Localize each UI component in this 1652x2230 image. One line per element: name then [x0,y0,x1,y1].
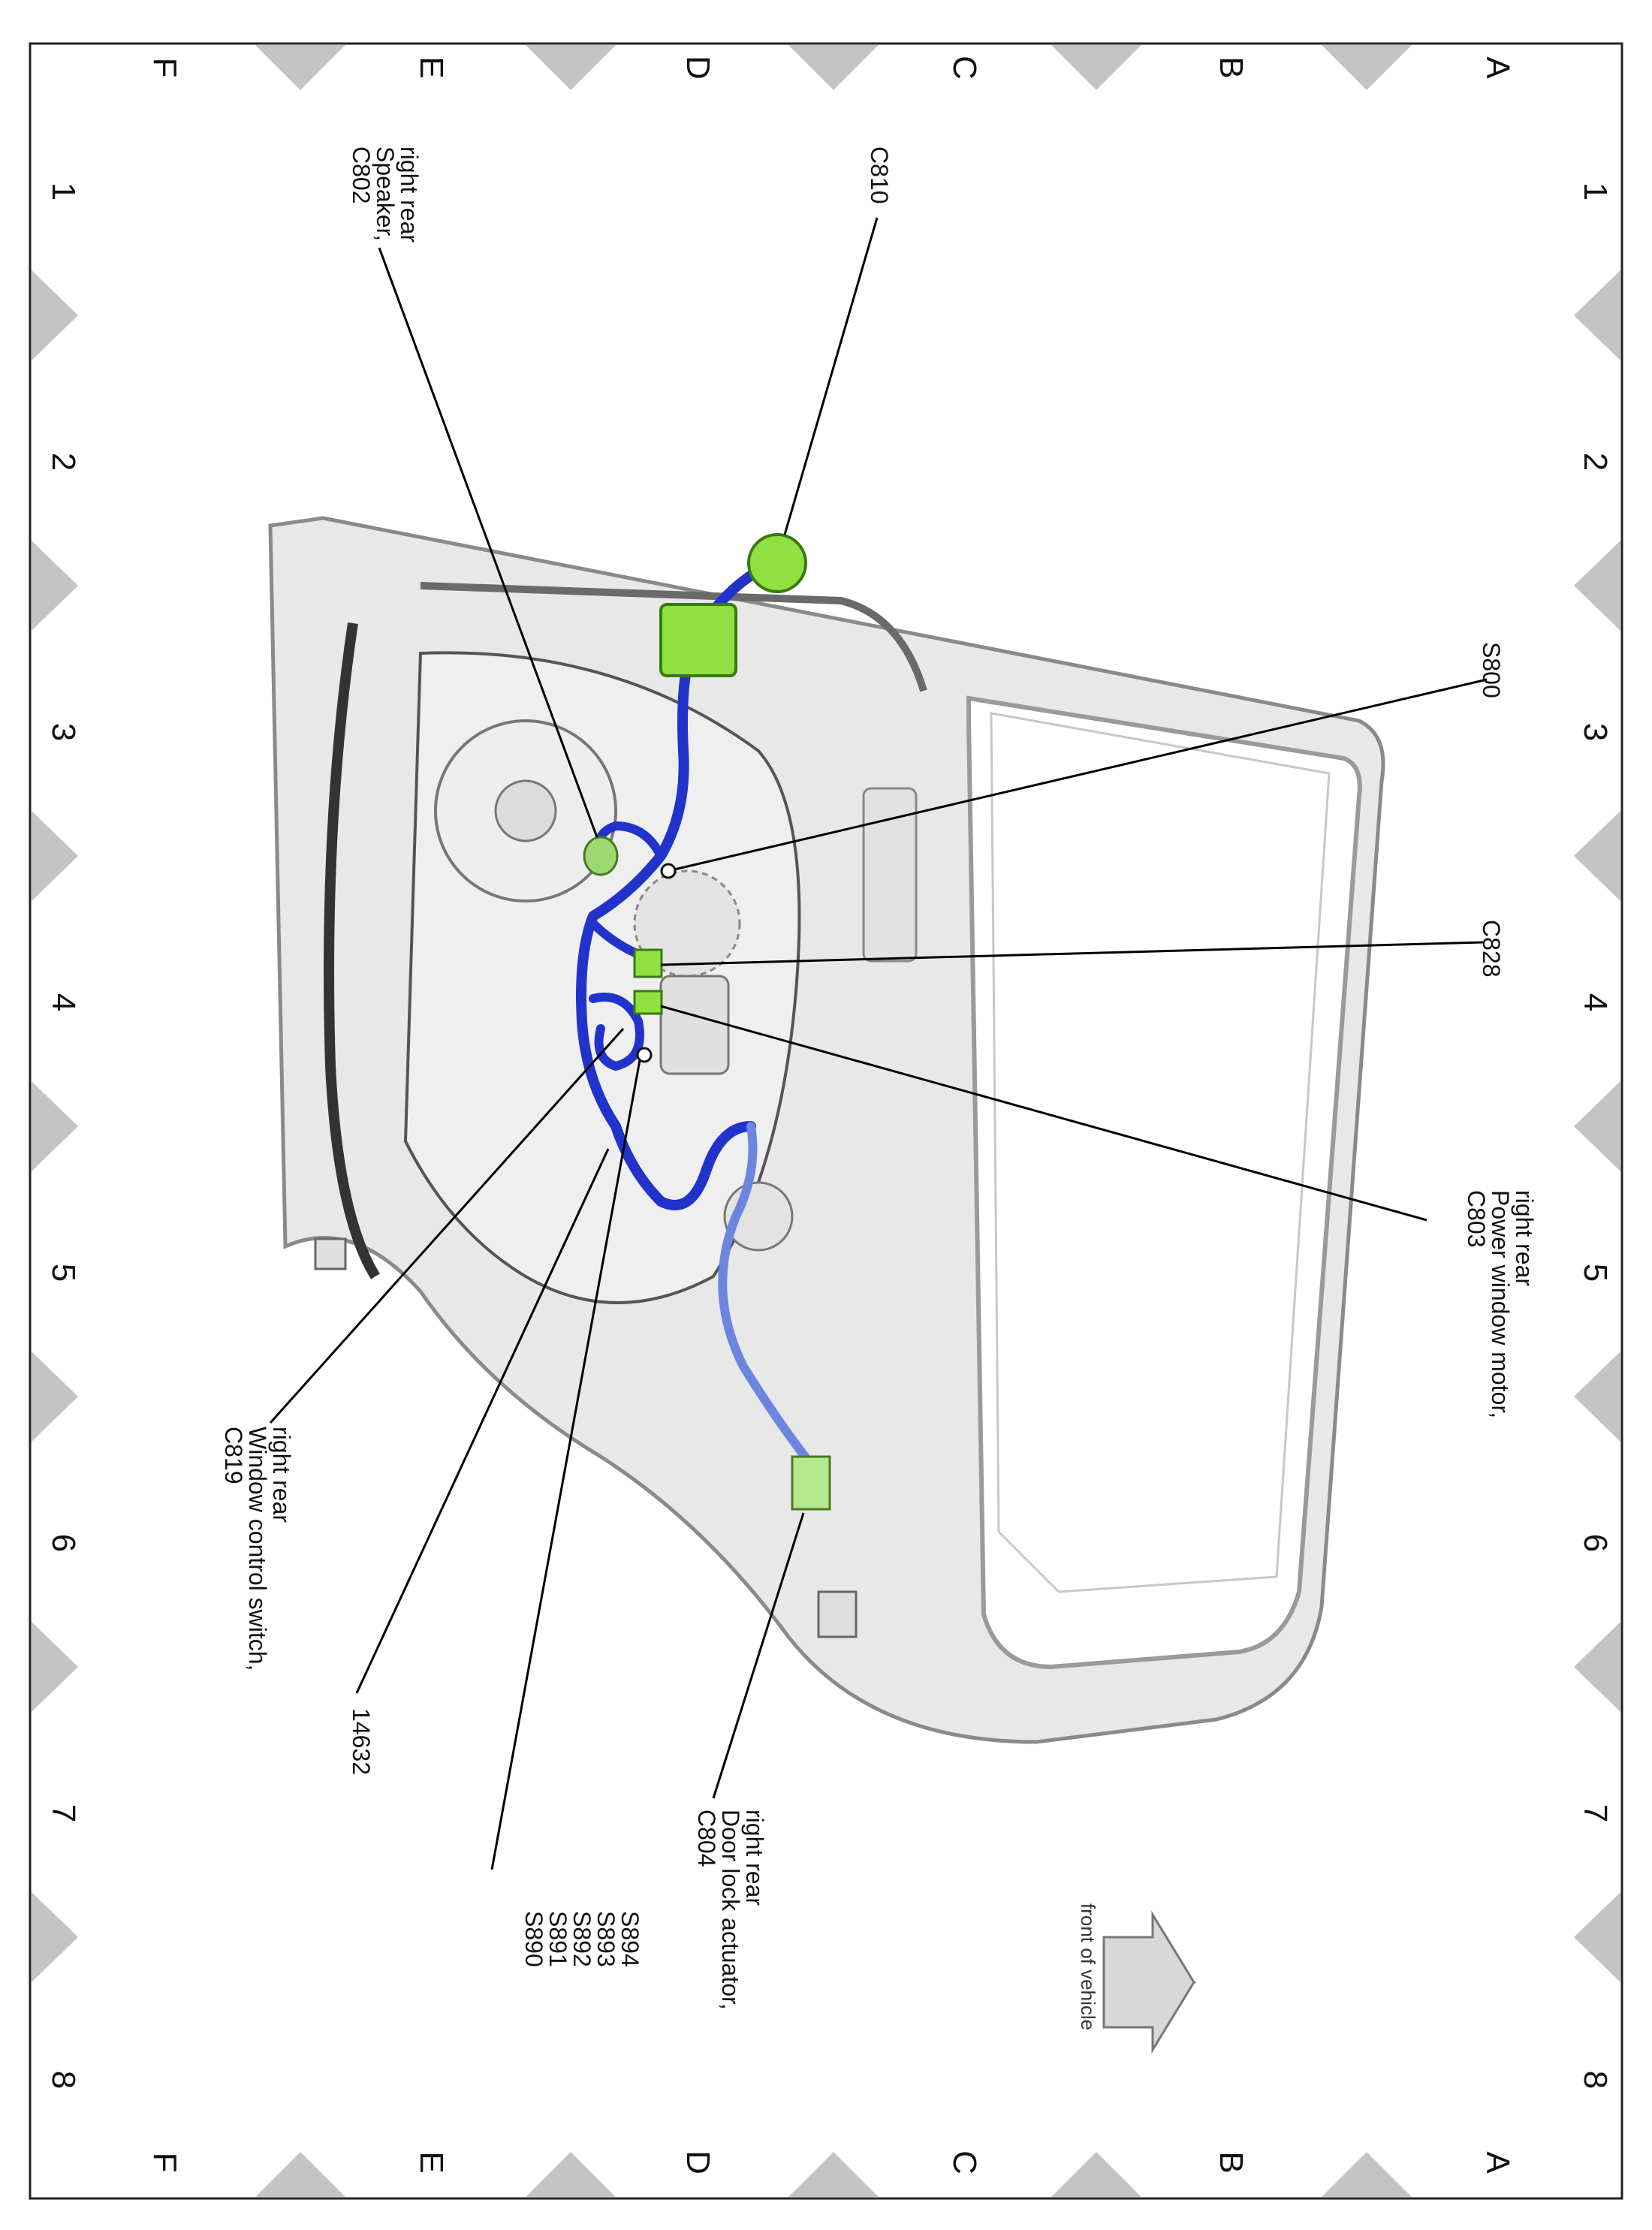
grid-labels: A B C D E F A B C D E F 1 2 3 4 5 6 7 8 … [45,56,1614,2174]
connector-c810 [747,533,807,593]
grid-row-label: C [946,56,983,80]
grid-column-label: 2 [45,453,82,471]
window-frame-inner [990,712,1331,1593]
callout-splice-line: S890 [520,1911,547,1967]
grid-row-label: F [146,58,183,78]
callout-c804-line: Door lock actuator, [717,1810,744,2010]
grid-row-label: B [1213,2151,1250,2173]
callout-c802-line: C802 [348,146,375,204]
harness-door-lock-branch [718,1122,815,1469]
callout-splices: S890 S891 S892 S893 S894 [520,1911,644,1974]
panel-lower-rib [324,622,380,1279]
grid-column-label: 7 [45,1804,82,1822]
grid-column-label: 8 [45,2071,82,2089]
grid-row-label: F [146,2153,183,2173]
leader-c810 [783,217,879,535]
harness-main-trunk [576,565,764,1210]
grid-row-label: E [413,2151,450,2173]
callout-c810-line: C810 [866,146,893,204]
grid-column-label: 5 [1577,1264,1614,1282]
grid-column-label: 1 [1577,182,1614,200]
window-motor-body [659,975,730,1075]
leader-14632 [355,1148,610,1694]
callout-c802-line: Speaker, [372,146,399,241]
grid-column-label: 2 [1577,453,1614,471]
callout-c804-line: right rear [741,1810,768,1906]
connector-c803 [633,990,663,1015]
connector-grommet [659,603,737,677]
callout-c804: C804 Door lock actuator, right rear [693,1810,768,2017]
leader-c804 [712,1512,805,1799]
callout-splice-line: S893 [592,1911,620,1967]
grid-column-label: 3 [45,723,82,741]
leader-s800 [674,678,1488,871]
grid-column-label: 7 [1577,1804,1614,1822]
grid-row-label: E [413,56,450,78]
callout-c828-line: C828 [1478,920,1505,978]
grid-column-label: 6 [45,1534,82,1552]
splice-s890-s894 [636,1047,653,1063]
panel-top-rib [420,582,927,692]
latch-mount [817,1590,858,1638]
callout-c819: C819 Window control switch, right rear [220,1427,295,1677]
callout-c810: C810 [866,146,893,204]
lower-clip-mount [314,1237,347,1270]
callout-14632-line: 14632 [348,1708,375,1775]
connectors [583,533,831,1511]
callout-c804-line: C804 [693,1810,720,1867]
grid-row-label: D [680,56,716,80]
front-of-vehicle-label: front of vehicle [1077,1903,1099,2030]
leader-c819 [269,1027,625,1424]
connector-c804 [791,1455,831,1511]
frame-triangle-markers [32,45,1620,2197]
callout-c802-line: right rear [396,146,423,243]
connector-c802 [583,836,619,876]
callout-c803: C803 Power window motor, right rear [1463,1190,1538,1425]
grid-row-label: B [1213,56,1250,78]
grid-column-label: 6 [1577,1534,1614,1552]
callout-c819-line: C819 [220,1427,247,1484]
grid-row-label: A [1479,56,1516,79]
grid-column-label: 1 [45,182,82,200]
callout-splice-line: S891 [544,1911,571,1967]
callout-c803-line: Power window motor, [1487,1190,1514,1418]
callout-splice-line: S894 [616,1911,644,1967]
callout-s800: S800 [1478,642,1505,698]
grid-row-label: A [1479,2151,1516,2174]
leader-c803 [660,1005,1427,1222]
leader-lines [269,217,1488,1870]
callout-c819-line: right rear [268,1427,295,1523]
callout-labels: C810 C802 Speaker, right rear S800 C828 … [220,146,1538,2017]
callout-c803-line: C803 [1463,1190,1490,1248]
grid-column-label: 4 [1577,993,1614,1011]
grid-column-label: 3 [1577,723,1614,741]
grid-row-label: D [680,2150,716,2174]
callout-c828: C828 [1478,920,1505,978]
speaker-center [494,779,557,842]
leader-splices [490,1059,641,1870]
callout-c819-line: Window control switch, [244,1427,271,1671]
callout-c803-line: right rear [1511,1190,1538,1286]
splice-s800 [660,863,677,879]
grid-column-label: 8 [1577,2071,1614,2089]
window-opening [966,695,1362,1670]
callout-14632: 14632 [348,1708,375,1775]
callout-s800-line: S800 [1478,642,1505,698]
front-of-vehicle-arrow-shape [1102,1910,1195,2054]
leader-c828 [660,941,1484,966]
connector-c828 [633,948,663,978]
door-inner-panel [268,516,1385,1744]
door-check-strap [862,787,918,963]
front-of-vehicle-indicator: front of vehicle [1077,1903,1197,2054]
callout-splice-line: S892 [568,1911,595,1967]
grid-column-label: 5 [45,1264,82,1282]
leader-c802 [378,247,598,838]
callout-c802: C802 Speaker, right rear [348,146,423,248]
grid-column-label: 4 [45,993,82,1011]
grid-row-label: C [946,2150,983,2174]
